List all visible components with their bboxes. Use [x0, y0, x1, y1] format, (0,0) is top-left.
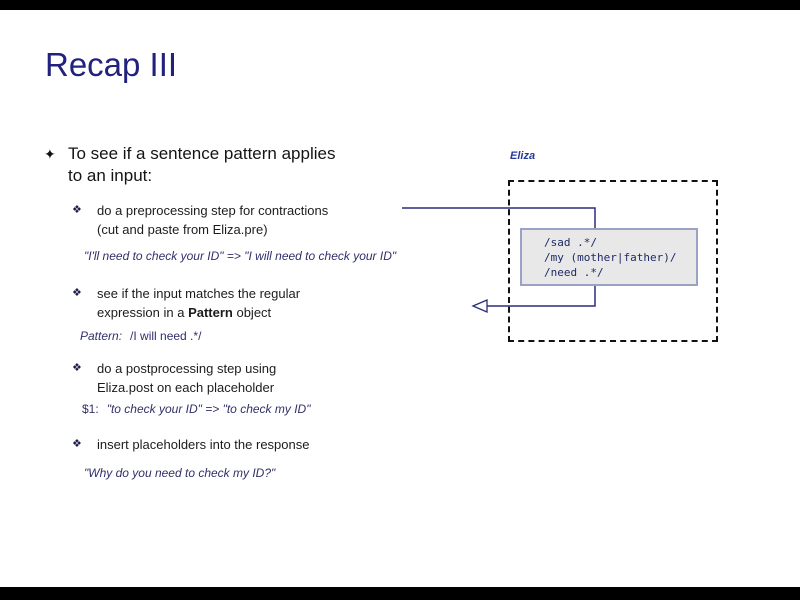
step2-line2-bold: Pattern [188, 305, 233, 320]
example-pattern-regex: /I will need .*/ [130, 329, 202, 343]
step3-line1: do a postprocessing step using [97, 361, 277, 376]
example-contraction: "I'll need to check your ID" => "I will … [84, 249, 396, 263]
diagram-eliza-label: Eliza [510, 150, 536, 162]
letterbox-bar-bottom [0, 587, 800, 600]
example-placeholder: $1: "to check your ID" => "to check my ID… [82, 402, 310, 416]
step-match-pattern-text: see if the input matches the regular exp… [97, 284, 300, 322]
example-placeholder-text: "to check your ID" => "to check my ID" [106, 402, 311, 416]
example-pattern: Pattern: /I will need .*/ [80, 329, 201, 343]
step1-line1: do a preprocessing step for contractions [97, 203, 329, 218]
main-bullet-line2: to an input: [68, 166, 153, 185]
step2-line1: see if the input matches the regular [97, 286, 301, 301]
regex-list-box: /sad .*/ /my (mother|father)/ /need .*/ [520, 228, 698, 286]
example-contraction-text: "I'll need to check your ID" => "I will … [84, 249, 397, 263]
step4-line1: insert placeholders into the response [97, 437, 310, 452]
main-bullet-line1: To see if a sentence pattern applies [68, 144, 336, 163]
step3-line2: Eliza.post on each placeholder [97, 380, 275, 395]
eliza-dashed-boundary [508, 180, 718, 342]
diamond-bullet-icon: ❖ [72, 204, 82, 216]
four-pointed-star-bullet-icon: ✦ [44, 146, 56, 162]
step-preprocessing-text: do a preprocessing step for contractions… [97, 201, 328, 239]
step1-line2: (cut and paste from Eliza.pre) [97, 222, 268, 237]
diamond-bullet-icon: ❖ [72, 287, 82, 299]
example-response-text: "Why do you need to check my ID?" [84, 466, 276, 480]
example-response: "Why do you need to check my ID?" [84, 466, 275, 480]
main-bullet-text: To see if a sentence pattern applies to … [68, 143, 428, 187]
letterbox-bar-top [0, 0, 800, 10]
step-postprocessing-text: do a postprocessing step using Eliza.pos… [97, 359, 276, 397]
step2-line2-pre: expression in a [97, 305, 189, 320]
diamond-bullet-icon: ❖ [72, 438, 82, 450]
diamond-bullet-icon: ❖ [72, 362, 82, 374]
step-insert-placeholders-text: insert placeholders into the response [97, 435, 309, 454]
example-pattern-label: Pattern: [80, 329, 123, 343]
regex-list-text: /sad .*/ /my (mother|father)/ /need .*/ [544, 236, 677, 279]
example-placeholder-label: $1: [82, 402, 99, 416]
open-arrowhead-left-icon [471, 299, 488, 313]
step2-line2-post: object [232, 305, 272, 320]
slide-title: Recap III [45, 46, 178, 83]
